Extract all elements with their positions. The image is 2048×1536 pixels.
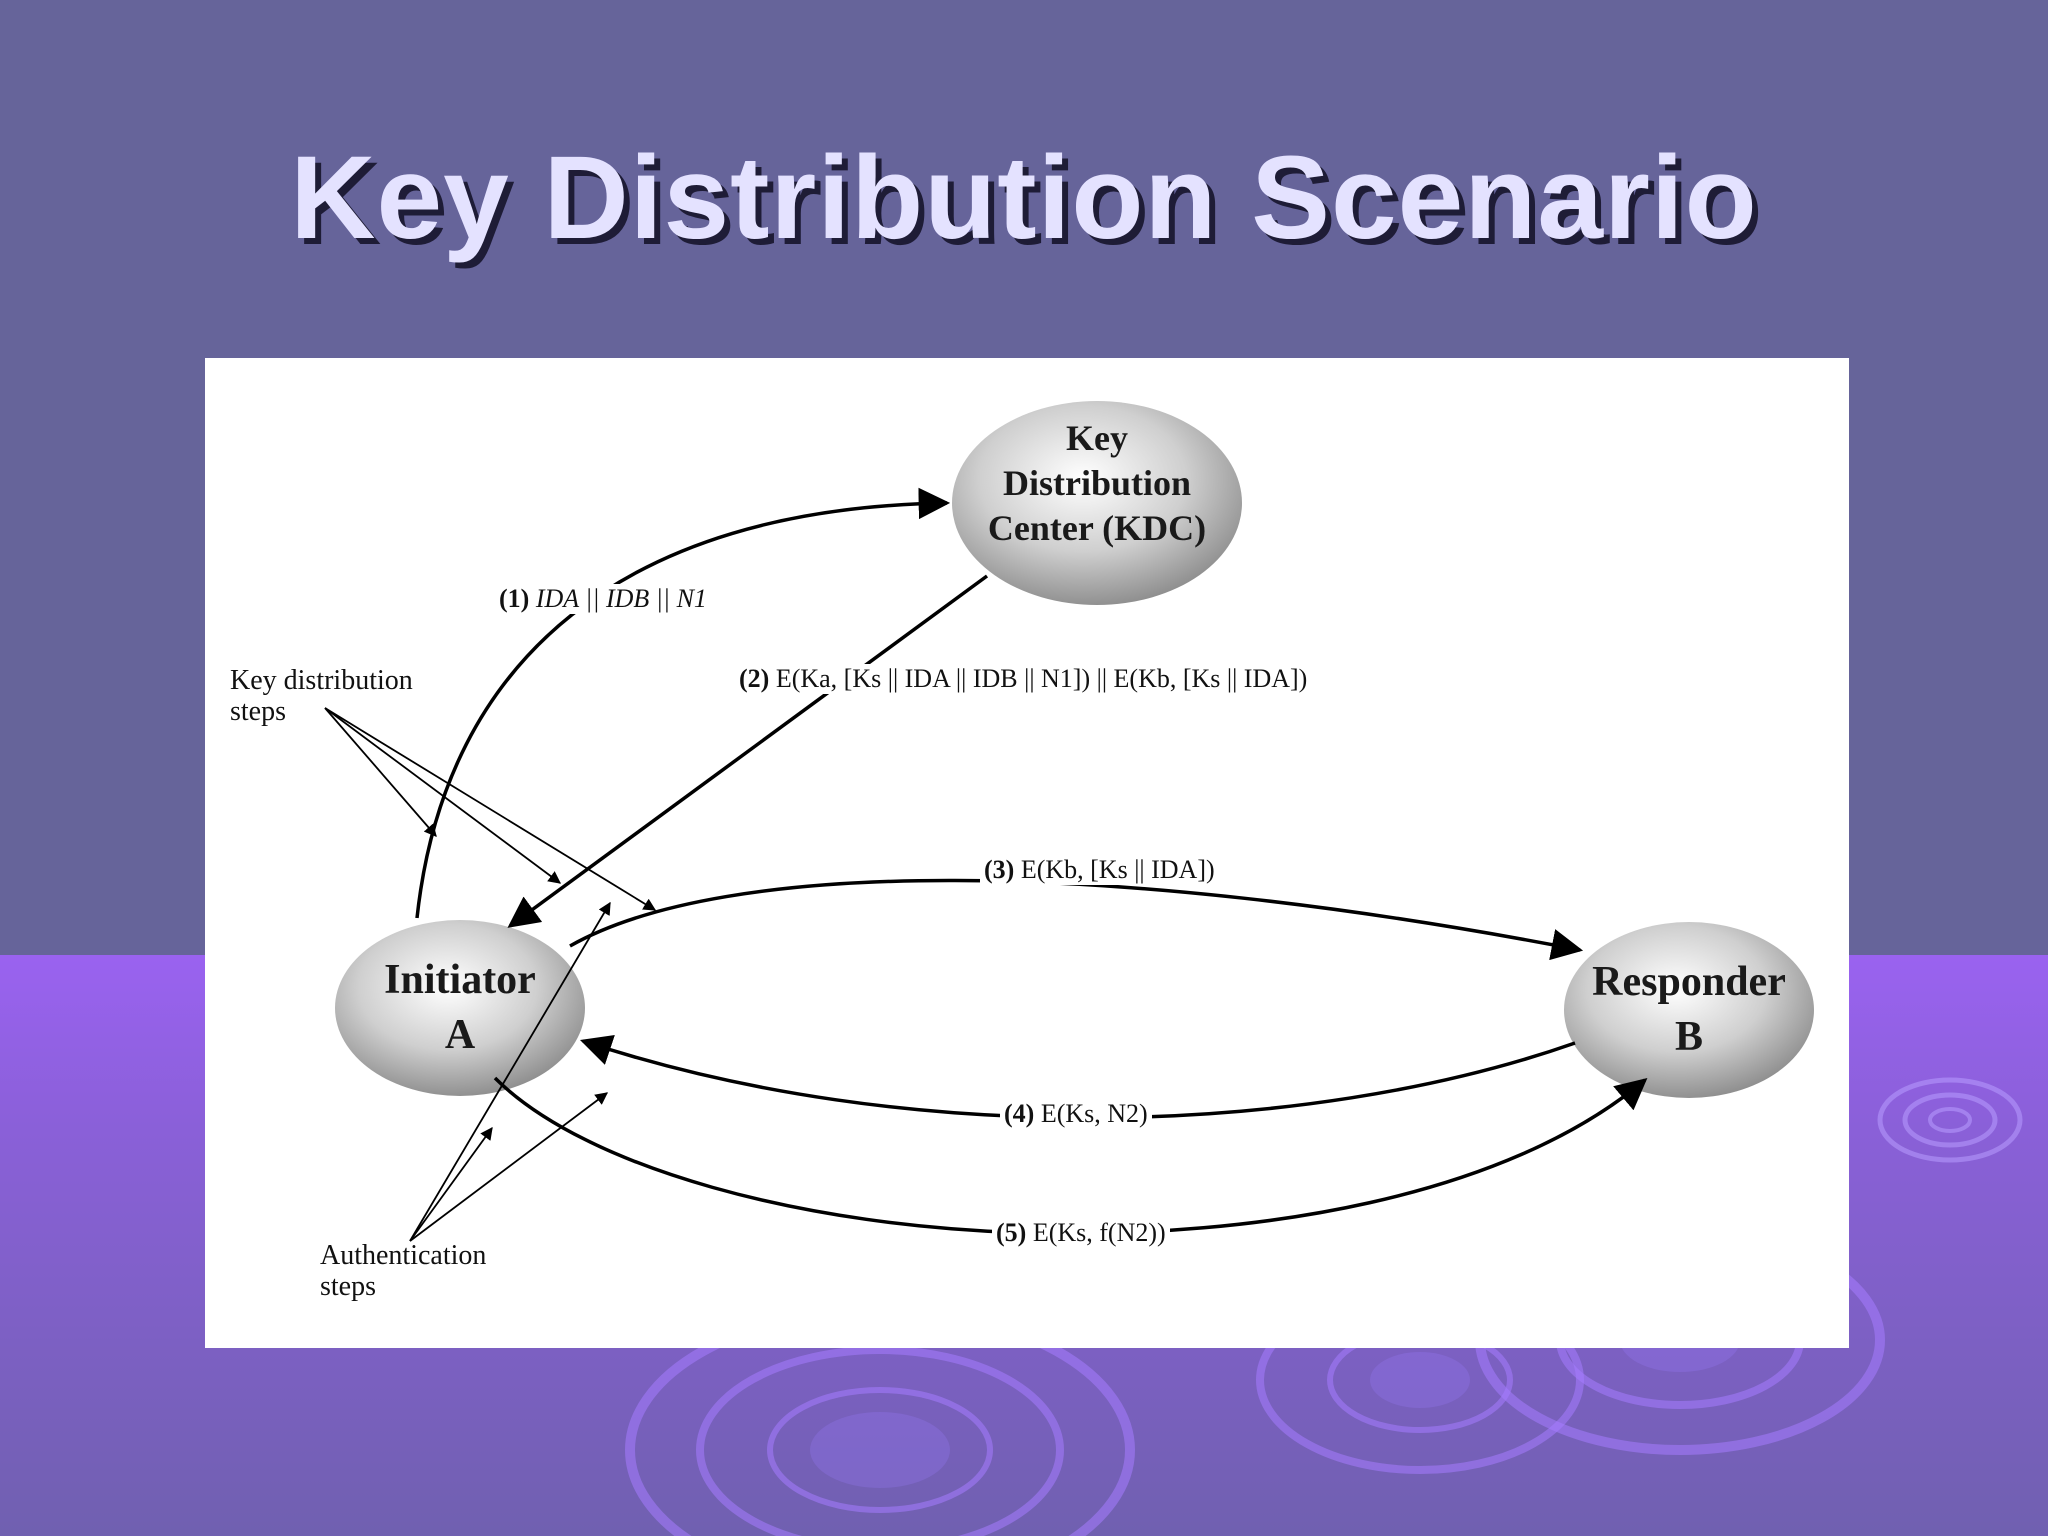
kdc-label-line3: Center (KDC) [987, 508, 1207, 548]
responder-label: Responder B [1564, 955, 1814, 1064]
responder-label-line2: B [1674, 1013, 1703, 1060]
responder-label-line1: Responder [1592, 959, 1786, 1005]
message-2-text: E(Ka, [Ks || IDA || IDB || N1]) || E(Kb,… [775, 664, 1308, 693]
initiator-label: Initiator A [335, 953, 585, 1062]
authentication-note: Authentication steps [320, 1240, 487, 1303]
kdc-label: Key Distribution Center (KDC) [952, 416, 1242, 551]
key-distribution-note-line1: Key distribution [230, 665, 413, 696]
message-4-number: (4) [1004, 1099, 1035, 1128]
arrow-step-1 [415, 487, 951, 919]
message-5-text: E(Ks, f(N2)) [1032, 1218, 1166, 1247]
initiator-label-line1: Initiator [384, 957, 536, 1003]
message-4-label: (4) E(Ks, N2) [1000, 1099, 1152, 1129]
key-distribution-note-line2: steps [230, 695, 286, 727]
kdc-label-line2: Distribution [1002, 463, 1192, 503]
message-3-text: E(Kb, [Ks || IDA]) [1020, 855, 1215, 884]
kdc-label-line1: Key [1066, 418, 1128, 458]
message-4-text: E(Ks, N2) [1040, 1099, 1148, 1128]
message-5-label: (5) E(Ks, f(N2)) [992, 1218, 1170, 1248]
key-distribution-note: Key distribution steps [230, 665, 413, 728]
kdc-node [952, 401, 1242, 605]
slide-title: Key Distribution Scenario [290, 132, 1758, 264]
authentication-pointers [409, 901, 611, 1242]
arrow-step-3 [569, 878, 1584, 961]
message-1-text: IDA || IDB || N1 [535, 584, 707, 613]
message-3-number: (3) [984, 855, 1015, 884]
arrow-step-2 [507, 574, 989, 928]
key-distribution-pointers [324, 707, 657, 911]
message-1-label: (1) IDA || IDB || N1 [495, 584, 711, 614]
authentication-note-line2: steps [320, 1270, 376, 1302]
message-3-label: (3) E(Kb, [Ks || IDA]) [980, 855, 1219, 885]
diagram-panel: Key Distribution Center (KDC) Initiator … [205, 358, 1849, 1348]
message-5-number: (5) [996, 1218, 1027, 1247]
initiator-label-line2: A [444, 1011, 476, 1058]
message-2-number: (2) [739, 664, 770, 693]
message-1-number: (1) [499, 584, 530, 613]
authentication-note-line1: Authentication [320, 1240, 487, 1271]
responder-node [1564, 922, 1814, 1098]
message-2-label: (2) E(Ka, [Ks || IDA || IDB || N1]) || E… [735, 664, 1312, 694]
diagram-canvas [324, 401, 1814, 1242]
